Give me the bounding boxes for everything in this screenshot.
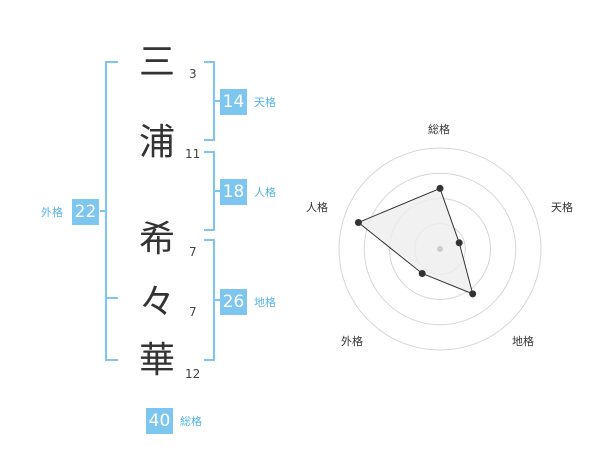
radar-polygon — [357, 187, 474, 295]
kanji-ura: 浦 — [138, 122, 175, 163]
stroke-count-ura: 11 — [185, 147, 201, 161]
radar-center-dot — [437, 246, 443, 252]
radar-axis-label-soukaku: 総格 — [428, 123, 450, 136]
chikaku-label: 地格 — [254, 296, 276, 309]
radar-axis-label-gaikaku: 外格 — [341, 335, 363, 348]
radar-ring-4 — [338, 147, 542, 351]
stroke-count-san: 3 — [189, 67, 197, 81]
stroke-count-noma: 7 — [189, 305, 197, 319]
radar-axis-label-tenkaku: 天格 — [551, 201, 573, 214]
radar-point-3 — [418, 270, 426, 277]
tenkaku-value-badge: 14 — [220, 89, 247, 115]
kanji-ka: 華 — [138, 340, 175, 381]
gaikaku-value-badge: 22 — [72, 199, 99, 225]
tenkaku-label: 天格 — [254, 96, 276, 109]
radar-point-0 — [436, 184, 444, 192]
soukaku-label: 総格 — [180, 415, 202, 428]
stroke-count-ki: 7 — [189, 245, 197, 259]
jinkaku-value-badge: 18 — [220, 179, 247, 205]
radar-ring-3 — [363, 172, 517, 326]
chikaku-value-badge: 26 — [220, 289, 247, 315]
soukaku-value-badge: 40 — [146, 408, 173, 434]
stroke-count-ka: 12 — [185, 367, 201, 381]
radar-axis-label-jinkaku: 人格 — [306, 201, 328, 214]
radar-point-2 — [469, 290, 477, 298]
radar-axis-label-chikaku: 地格 — [512, 335, 534, 348]
kanji-noma: 々 — [138, 282, 175, 323]
kanji-san: 三 — [138, 42, 175, 83]
jinkaku-label: 人格 — [254, 186, 276, 199]
radar-point-1 — [455, 239, 463, 247]
radar-point-4 — [354, 219, 362, 226]
gaikaku-label: 外格 — [41, 206, 63, 219]
kanji-ki: 希 — [138, 219, 175, 260]
